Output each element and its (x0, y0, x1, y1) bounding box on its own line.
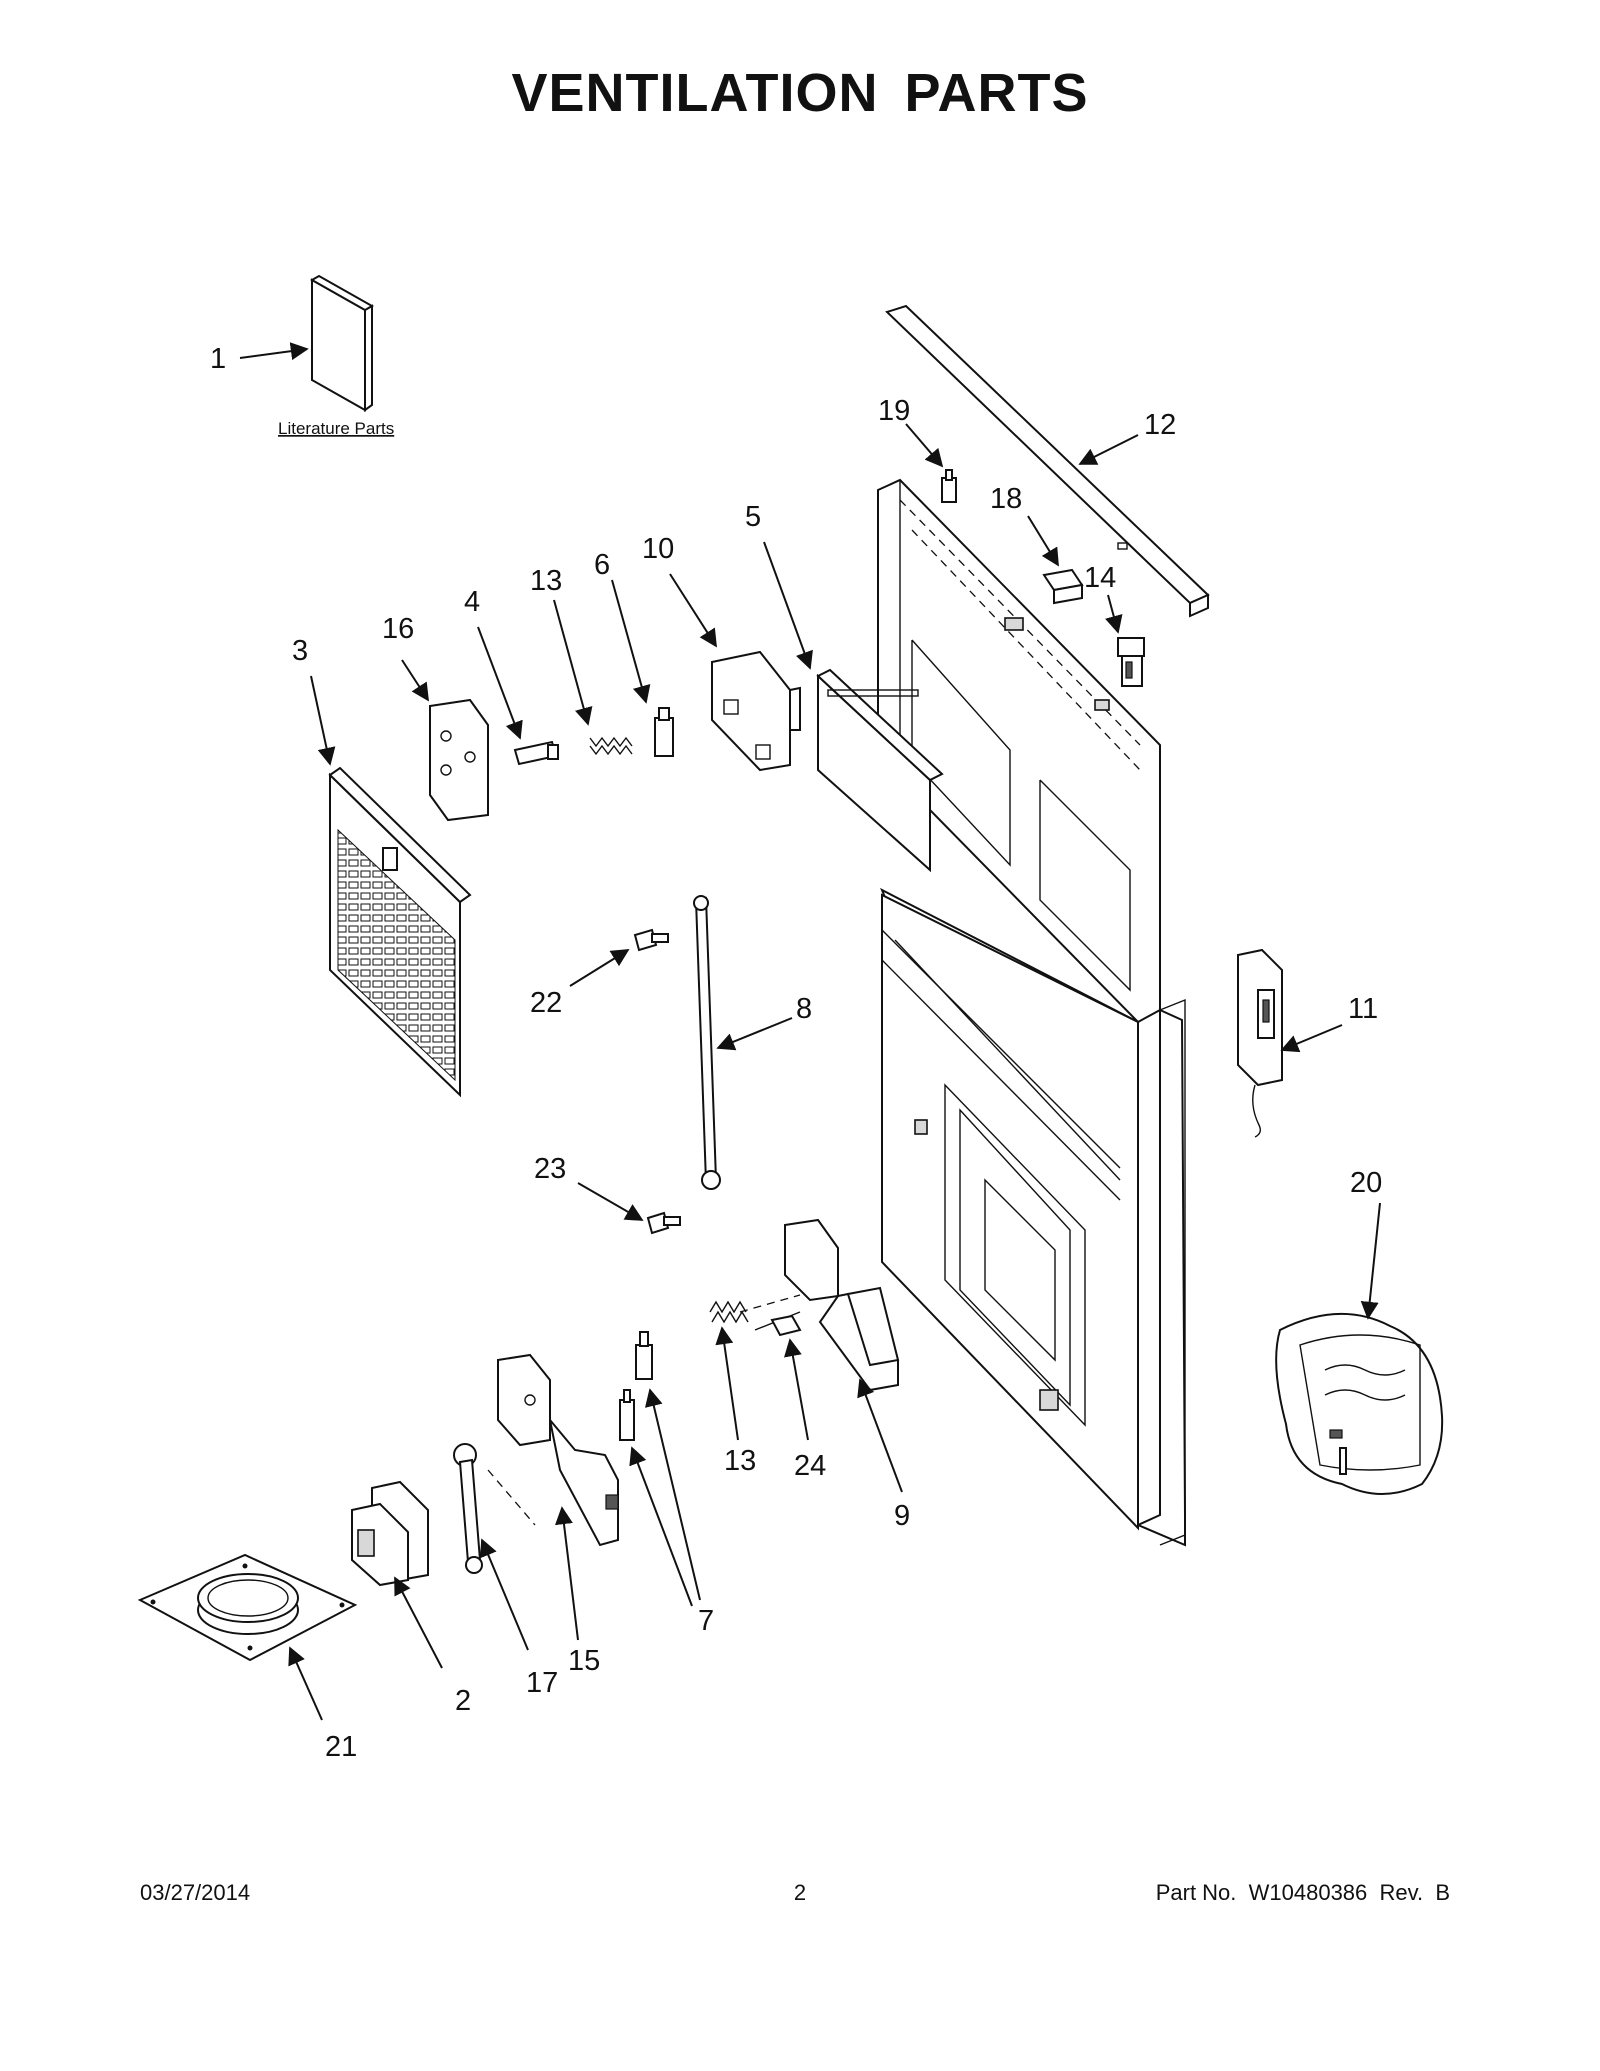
callout-15: 15 (568, 1645, 600, 1677)
top-trim-part (885, 304, 1210, 618)
spring-upper-part (589, 736, 633, 756)
latch-pin-part (513, 740, 559, 766)
callout-1: 1 (210, 343, 226, 375)
main-frame-part (877, 478, 1186, 1547)
callout-24: 24 (794, 1450, 826, 1482)
callout-11: 11 (1348, 993, 1378, 1025)
control-box-part (1237, 948, 1283, 1138)
callout-22: 22 (530, 987, 562, 1019)
mount-bracket-part (711, 650, 801, 772)
callout-6: 6 (594, 549, 610, 581)
callout-7: 7 (698, 1605, 714, 1637)
latch-housing-part (497, 1353, 619, 1547)
latch-plate-part (429, 698, 489, 822)
callout-20: 20 (1350, 1167, 1382, 1199)
lower-bracket-part (754, 1218, 900, 1392)
button-part (1042, 568, 1084, 605)
callout-10: 10 (642, 533, 674, 565)
actuator-part (654, 707, 674, 757)
callout-14: 14 (1084, 562, 1116, 594)
callout-12: 12 (1144, 409, 1176, 441)
callout-18: 18 (990, 483, 1022, 515)
duct-collar-part (137, 1553, 358, 1662)
link-arm-part (453, 1443, 536, 1574)
link-rod-part (693, 895, 721, 1190)
callout-2: 2 (455, 1685, 471, 1717)
callout-5: 5 (745, 501, 761, 533)
callout-13-upper: 13 (530, 565, 562, 597)
side-bracket-part (816, 668, 944, 873)
callout-8: 8 (796, 993, 812, 1025)
switch-part (1117, 637, 1145, 687)
callout-3: 3 (292, 635, 308, 667)
grille-part (328, 766, 472, 1098)
callout-17: 17 (526, 1667, 558, 1699)
footer-page-number: 2 (793, 1880, 807, 1905)
callout-19: 19 (878, 395, 910, 427)
callout-21: 21 (325, 1731, 357, 1763)
callout-9: 9 (894, 1500, 910, 1532)
literature-parts-label: Literature Parts (278, 419, 394, 438)
spring-lower-part (709, 1294, 801, 1324)
callout-16: 16 (382, 613, 414, 645)
screw-lower-part (646, 1211, 681, 1235)
callout-13-lower: 13 (724, 1445, 756, 1477)
motor-part (351, 1480, 429, 1587)
bumper-part (941, 469, 957, 503)
callout-labels: 1 2 3 4 5 6 7 8 9 10 11 12 13 13 14 15 1… (210, 343, 1382, 1763)
callout-4: 4 (464, 586, 480, 618)
callout-23: 23 (534, 1153, 566, 1185)
parts-bag-part (1275, 1312, 1444, 1495)
leader-lines (239, 342, 1381, 1721)
footer-part-number: Part No. W10480386 Rev. B (1155, 1880, 1450, 1905)
page-title: VENTILATION PARTS (511, 63, 1089, 123)
wedge-part (770, 1314, 802, 1337)
literature-booklet-part (309, 274, 375, 412)
footer-date: 03/27/2014 (140, 1880, 251, 1905)
screw-upper-part (633, 928, 669, 952)
interlock-switch-part (619, 1331, 653, 1441)
